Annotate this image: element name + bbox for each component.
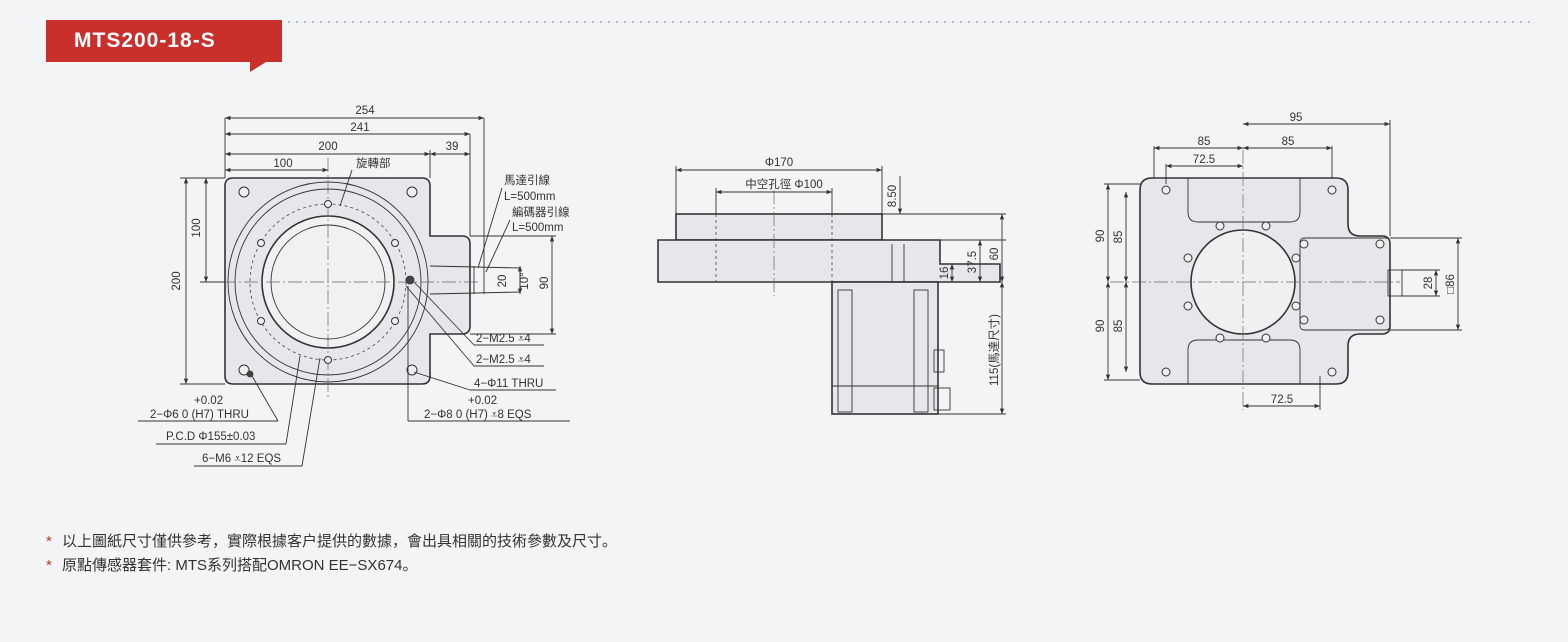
note-item: * 以上圖紙尺寸僅供參考，實際根據客户提供的數據，會出具相關的技術參數及尺寸。	[46, 530, 617, 554]
dim-h90: 90	[539, 277, 551, 290]
dim-115: 115(馬達尺寸)	[987, 314, 1001, 386]
label-motor-lead: 馬達引線	[504, 173, 550, 187]
top-view: 254 241 200 39 100 200 100 20 10°	[138, 105, 570, 467]
dim-phi170: Φ170	[765, 157, 793, 169]
dim-angle-10: 10°	[519, 272, 531, 289]
dim-37-5: 37.5	[967, 251, 979, 273]
label-pcd: P.C.D Φ155±0.03	[166, 431, 255, 443]
notes: * 以上圖紙尺寸僅供參考，實際根據客户提供的數據，會出具相關的技術參數及尺寸。 …	[46, 530, 617, 578]
side-view: Φ170 中空孔徑 Φ100 8.50 16 37.5 60 115(馬達尺寸)	[657, 157, 1006, 415]
note-text: 以上圖紙尺寸僅供參考，實際根據客户提供的數據，會出具相關的技術參數及尺寸。	[62, 533, 618, 550]
bottom-view: 95 85 85 72.5 72.5 90 90 85 85	[1095, 112, 1462, 410]
model-header: MTS200-18-S	[46, 20, 282, 62]
label-rotor: 旋轉部	[356, 156, 391, 170]
dim-72-5-top: 72.5	[1193, 154, 1215, 166]
corner-hole	[406, 364, 418, 376]
dim-16: 16	[939, 267, 951, 280]
label-m6: 6−M6 ⩡12 EQS	[202, 453, 281, 465]
side-motor-body	[831, 281, 939, 415]
label-m25-b: 2−M2.5 ⩡4	[476, 354, 531, 366]
dim-85-up: 85	[1113, 231, 1125, 244]
corner-hole	[238, 364, 250, 376]
dim-39: 39	[446, 141, 459, 153]
pin-hole	[405, 275, 415, 285]
model-title: MTS200-18-S	[74, 29, 216, 52]
note-text: 原點傳感器套件: MTS系列搭配OMRON EE−SX674。	[62, 557, 418, 574]
dim-254: 254	[355, 105, 375, 117]
label-encoder-lead: 編碼器引線	[512, 205, 570, 219]
dim-60: 60	[989, 248, 1001, 261]
sensor-block	[1387, 269, 1403, 297]
dim-241: 241	[350, 122, 369, 134]
dotted-rule	[285, 21, 1535, 23]
dim-8-50: 8.50	[887, 185, 899, 207]
dim-95: 95	[1290, 112, 1303, 124]
label-motor-lead-len: L=500mm	[504, 191, 555, 203]
label-thru11: 4−Φ11 THRU	[474, 378, 543, 390]
asterisk-icon: *	[46, 557, 52, 574]
asterisk-icon: *	[46, 533, 52, 550]
side-turntable	[675, 213, 883, 241]
note-item: * 原點傳感器套件: MTS系列搭配OMRON EE−SX674。	[46, 554, 617, 578]
dim-h20: 20	[497, 275, 509, 288]
label-tol-a: +0.02	[194, 395, 223, 407]
label-phi6: 2−Φ6 0 (H7) THRU	[150, 409, 249, 421]
dim-72-5-bottom: 72.5	[1271, 394, 1293, 406]
pin-hole	[246, 370, 254, 378]
label-tol-b: +0.02	[468, 395, 497, 407]
dim-85-left: 85	[1198, 136, 1211, 148]
dim-85-right: 85	[1282, 136, 1295, 148]
dim-28: 28	[1423, 277, 1435, 290]
dim-90-bottom: 90	[1095, 320, 1107, 333]
label-m25-a: 2−M2.5 ⩡4	[476, 333, 531, 345]
dim-85-down: 85	[1113, 320, 1125, 333]
header-tail-decoration	[250, 62, 266, 72]
dim-h200: 200	[171, 271, 183, 290]
motor-flange	[1299, 237, 1391, 331]
label-phi8: 2−Φ8 0 (H7) ⩡8 EQS	[424, 409, 532, 421]
corner-hole	[238, 186, 250, 198]
pcd-bolts	[257, 200, 399, 364]
dim-hollow: 中空孔徑 Φ100	[745, 177, 823, 191]
dim-h100: 100	[191, 218, 203, 237]
dim-100: 100	[273, 158, 292, 170]
bottom-bolts	[1161, 185, 1385, 377]
dim-90-top: 90	[1095, 230, 1107, 243]
dim-sq86: □86	[1445, 274, 1457, 294]
corner-hole	[406, 186, 418, 198]
label-encoder-lead-len: L=500mm	[512, 222, 563, 234]
dim-200: 200	[318, 141, 337, 153]
